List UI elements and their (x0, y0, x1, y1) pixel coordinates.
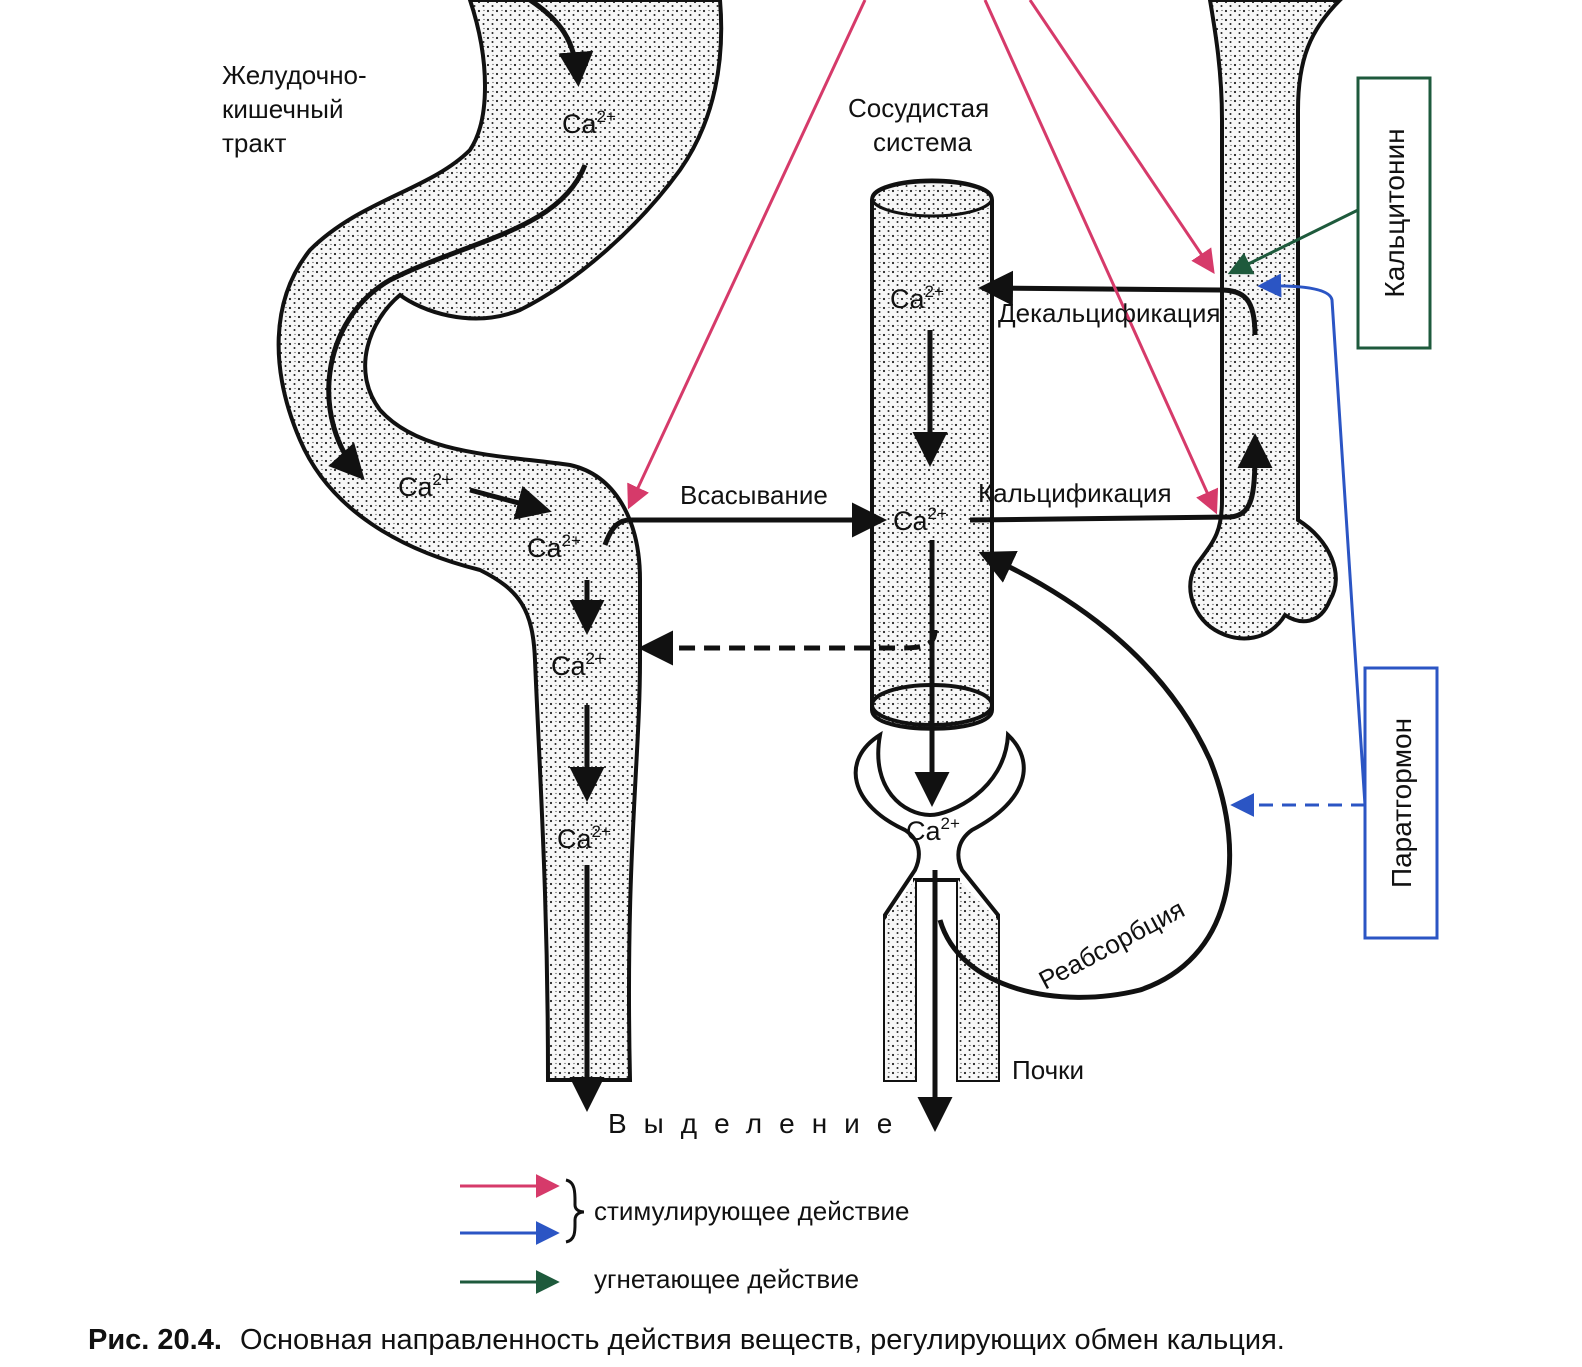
calcitonin-label: Кальцитонин (1379, 128, 1410, 297)
gi-tract-label-line1: Желудочно- (222, 60, 367, 90)
gi-tract-label-line3: тракт (222, 128, 286, 158)
vascular-label-line1: Сосудистая (848, 93, 989, 123)
figure-caption: Рис. 20.4. Основная направленность дейст… (88, 1324, 1285, 1356)
calcitonin-box (1356, 76, 1432, 350)
calcification-label: Кальцификация (978, 478, 1172, 508)
ca-ion-labels: Ca2+ Ca2+ Ca2+ Ca2+ Ca2+ Ca2+ Ca2+ Ca2+ (398, 107, 960, 854)
flow-arrows (326, 0, 1273, 1132)
ca-ion-label: Ca2+ (527, 531, 581, 563)
caption-text: Основная направленность действия веществ… (240, 1324, 1285, 1356)
kidney-cup (853, 730, 1026, 1082)
ca-ion-label: Ca2+ (906, 814, 960, 846)
excretion-label: Выделение (608, 1108, 909, 1139)
bone (1188, 0, 1343, 641)
caption-prefix: Рис. 20.4. (88, 1324, 222, 1356)
legend-inhibiting-text: угнетающее действие (594, 1264, 859, 1294)
stimulating-red-arrows (627, 0, 1219, 515)
gi-tract-tube (276, 0, 724, 1082)
vascular-label-line2: система (873, 127, 972, 157)
vascular-cylinder-top (870, 178, 994, 218)
ca-ion-label: Ca2+ (562, 107, 616, 139)
kidney-tubule-right (958, 880, 998, 1080)
legend-stimulating-text: стимулирующее действие (594, 1196, 910, 1226)
ca-ion-label: Ca2+ (557, 822, 611, 854)
calcitonin-arrow (1227, 208, 1359, 275)
ca-ion-label: Ca2+ (398, 470, 452, 502)
legend-brace (565, 1178, 585, 1244)
decalcification-label: Декальцификация (998, 298, 1220, 328)
secretion-dashed-arrow (638, 629, 938, 666)
absorption-label: Всасывание (680, 480, 828, 510)
parathormone-label: Паратгормон (1386, 718, 1417, 888)
legend: стимулирующее действие угнетающее действ… (460, 1174, 910, 1294)
ca-ion-label: Ca2+ (890, 282, 944, 314)
parathormone-arrows (1230, 273, 1367, 817)
kidney-tubule-left (885, 880, 915, 1080)
ca-ion-label: Ca2+ (893, 504, 947, 536)
gi-tract-label-line2: кишечный (222, 94, 343, 124)
parathormone-box (1363, 666, 1439, 940)
kidneys-label: Почки (1012, 1055, 1084, 1085)
ca-ion-label: Ca2+ (551, 649, 605, 681)
